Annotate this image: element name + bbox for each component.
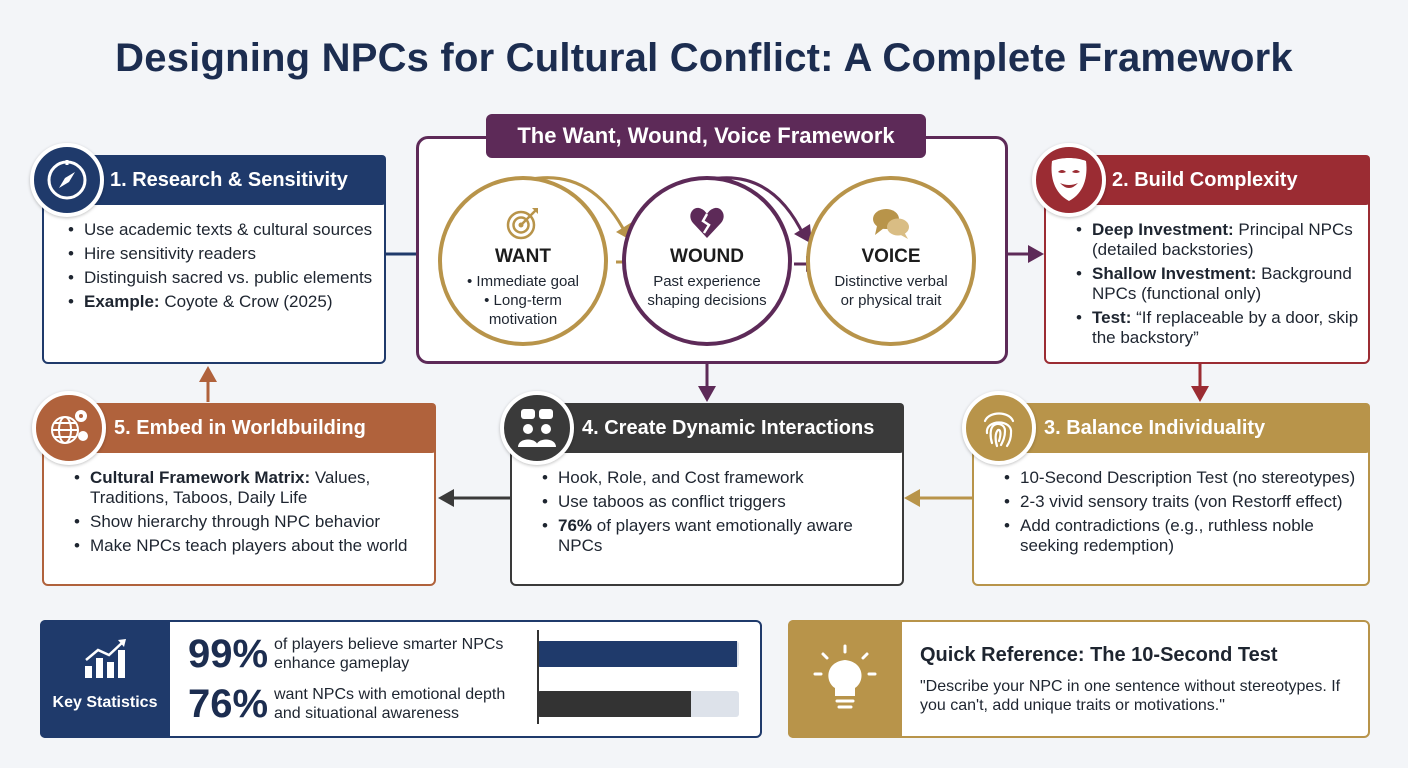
arrow-to-individuality (1191, 386, 1209, 402)
worldbuilding-list: Cultural Framework Matrix: Values, Tradi… (72, 468, 432, 560)
stat-text-2: want NPCs with emotional depth and situa… (274, 686, 506, 722)
list-item: Distinguish sacred vs. public elements (66, 268, 381, 288)
arrow-to-worldbuilding (438, 489, 454, 507)
list-item: 2-3 vivid sensory traits (von Restorff e… (1002, 492, 1366, 512)
interactions-list: Hook, Role, and Cost framework Use taboo… (540, 468, 900, 560)
list-item: Add contradictions (e.g., ruthless noble… (1002, 516, 1366, 556)
list-item: Make NPCs teach players about the world (72, 536, 432, 556)
globe-gears-icon (32, 391, 106, 465)
research-list: Use academic texts & cultural sources Hi… (66, 220, 381, 316)
wound-text: Past experience shaping decisions (647, 273, 767, 309)
individuality-title: 3. Balance Individuality (1044, 416, 1266, 439)
list-item: 10-Second Description Test (no stereotyp… (1002, 468, 1366, 488)
statistics-label: Key Statistics (52, 694, 158, 711)
stat-value-1: 99% (188, 632, 269, 676)
want-circle: WANT • Immediate goal • Long-term motiva… (438, 176, 608, 346)
arrow-to-research (199, 366, 217, 382)
broken-heart-icon (626, 206, 788, 240)
interactions-title: 4. Create Dynamic Interactions (582, 416, 875, 439)
stat-divider (537, 630, 539, 724)
interactions-header: 4. Create Dynamic Interactions (510, 403, 904, 453)
quick-reference-quote: "Describe your NPC in one sentence witho… (920, 678, 1341, 714)
want-text: • Immediate goal • Long-term motivation (467, 273, 579, 328)
stat-bar-fill-1 (537, 641, 737, 667)
worldbuilding-header: 5. Embed in Worldbuilding (42, 403, 436, 453)
arrow-to-interactions (698, 386, 716, 402)
stat-bar-fill-2 (537, 691, 691, 717)
individuality-list: 10-Second Description Test (no stereotyp… (1002, 468, 1366, 560)
list-item: Cultural Framework Matrix: Values, Tradi… (72, 468, 432, 508)
speech-bubbles-icon (810, 206, 972, 240)
complexity-title: 2. Build Complexity (1112, 168, 1298, 191)
stat-value-2: 76% (188, 682, 269, 726)
voice-label: VOICE (861, 246, 921, 267)
worldbuilding-title: 5. Embed in Worldbuilding (114, 416, 366, 439)
page-title: Designing NPCs for Cultural Conflict: A … (115, 36, 1293, 80)
theater-mask-icon (1032, 143, 1106, 217)
stat-text-1: of players believe smarter NPCs enhance … (274, 636, 504, 672)
research-card: Use academic texts & cultural sources Hi… (42, 178, 386, 364)
list-item: Use taboos as conflict triggers (540, 492, 900, 512)
list-item: Example: Coyote & Crow (2025) (66, 292, 381, 312)
list-item: Hook, Role, and Cost framework (540, 468, 900, 488)
wound-circle: WOUND Past experience shaping decisions (622, 176, 792, 346)
list-item: 76% of players want emotionally aware NP… (540, 516, 900, 556)
list-item: Shallow Investment: Background NPCs (fun… (1074, 264, 1366, 304)
list-item: Show hierarchy through NPC behavior (72, 512, 432, 532)
list-item: Test: “If replaceable by a door, skip th… (1074, 308, 1366, 348)
complexity-card: Deep Investment: Principal NPCs (detaile… (1044, 178, 1370, 364)
bar-chart-icon (40, 638, 170, 680)
stat-bar-track-1 (537, 641, 739, 667)
arrow-to-interactions-from-individuality (904, 489, 920, 507)
voice-circle: VOICE Distinctive verbal or physical tra… (806, 176, 976, 346)
lightbulb-icon (788, 620, 902, 738)
wound-label: WOUND (670, 246, 744, 267)
list-item: Use academic texts & cultural sources (66, 220, 381, 240)
statistics-side: Key Statistics (40, 620, 170, 738)
stat-bar-track-2 (537, 691, 739, 717)
individuality-header: 3. Balance Individuality (972, 403, 1370, 453)
people-chat-icon (500, 391, 574, 465)
quick-reference-title: Quick Reference: The 10-Second Test (920, 644, 1278, 666)
arrow-to-complexity (1028, 245, 1044, 263)
framework-title: The Want, Wound, Voice Framework (486, 114, 926, 158)
voice-text: Distinctive verbal or physical trait (834, 273, 948, 309)
want-label: WANT (495, 246, 551, 267)
target-icon (442, 206, 604, 240)
complexity-list: Deep Investment: Principal NPCs (detaile… (1074, 220, 1366, 352)
fingerprint-icon (962, 391, 1036, 465)
research-title: 1. Research & Sensitivity (110, 168, 348, 191)
list-item: Deep Investment: Principal NPCs (detaile… (1074, 220, 1366, 260)
list-item: Hire sensitivity readers (66, 244, 381, 264)
compass-icon (30, 143, 104, 217)
